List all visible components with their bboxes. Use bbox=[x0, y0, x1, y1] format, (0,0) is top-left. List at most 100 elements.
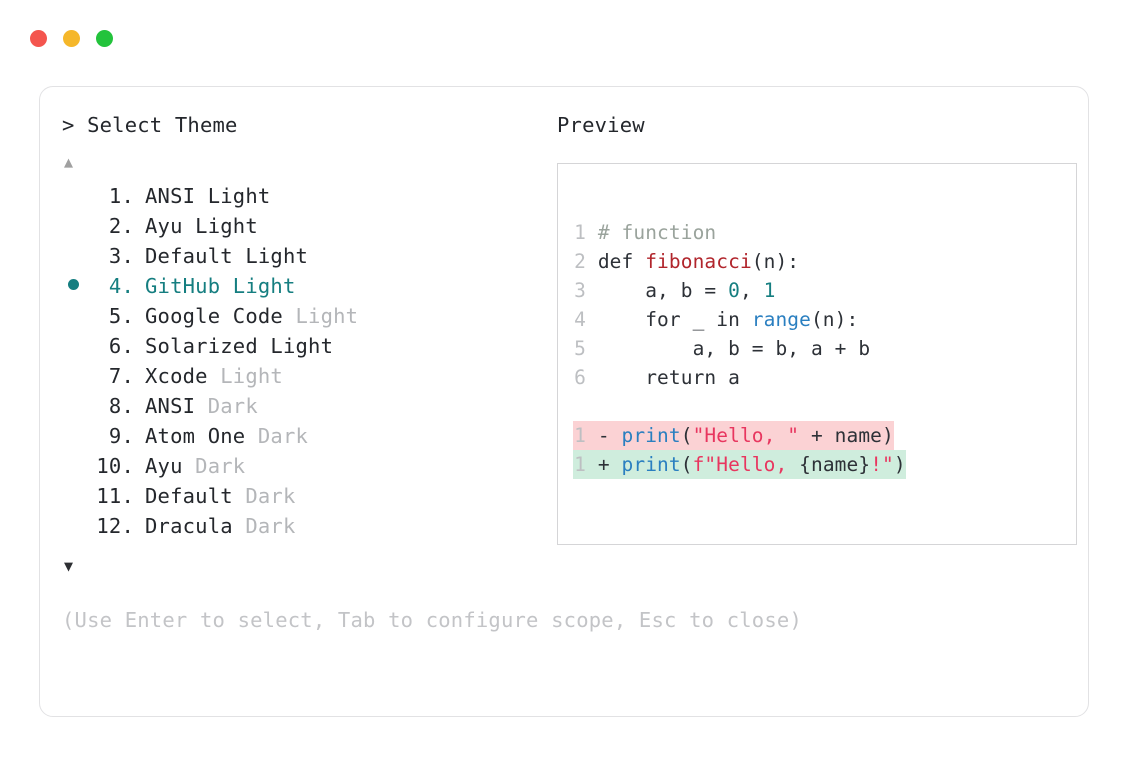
theme-item-number: 2. bbox=[96, 214, 134, 238]
diff-line-number: 1 bbox=[574, 453, 586, 476]
code-token-plain: , bbox=[739, 279, 764, 302]
code-token-builtin: range bbox=[751, 308, 811, 331]
theme-list-item[interactable]: 7.Xcode Light bbox=[62, 361, 532, 391]
theme-list-column: > Select Theme ▲ 1.ANSI Light 2. Ayu Ligh… bbox=[62, 113, 802, 633]
code-line: 4 for _ in range(n): bbox=[573, 305, 1068, 334]
code-token-plain: for _ in bbox=[597, 308, 752, 331]
scroll-down-arrow-icon[interactable]: ▼ bbox=[64, 557, 74, 575]
code-token-plain: (n): bbox=[751, 250, 800, 273]
theme-list-item[interactable]: 12. Dracula Dark bbox=[62, 511, 532, 541]
theme-item-variant: Light bbox=[195, 214, 258, 238]
theme-item-number: 4. bbox=[96, 274, 134, 298]
theme-item-variant: Dark bbox=[245, 514, 296, 538]
theme-item-variant: Light bbox=[295, 304, 359, 328]
preview-heading: Preview bbox=[557, 113, 645, 137]
code-gutter-space bbox=[586, 308, 598, 331]
theme-item-variant: Light bbox=[220, 364, 283, 388]
code-line: 3 a, b = 0, 1 bbox=[573, 276, 1068, 305]
theme-list-item[interactable]: 4. GitHub Light bbox=[62, 271, 532, 301]
theme-item-name: Atom One Dark bbox=[145, 424, 309, 448]
minimize-dot[interactable] bbox=[63, 30, 80, 47]
code-token-plain: def bbox=[597, 250, 646, 273]
code-token-plain: ) bbox=[893, 453, 906, 476]
theme-list-item[interactable]: 8. ANSI Dark bbox=[62, 391, 532, 421]
scroll-up-arrow-icon[interactable]: ▲ bbox=[64, 153, 74, 171]
code-token-string: !" bbox=[870, 453, 894, 476]
theme-item-name: Ayu Light bbox=[145, 214, 258, 238]
diff-line-plus: 1 + print(f"Hello, {name}!") bbox=[573, 450, 906, 479]
theme-list-item[interactable]: 3. Default Light bbox=[62, 241, 532, 271]
theme-list-item[interactable]: 11.Default Dark bbox=[62, 481, 532, 511]
select-theme-heading: > Select Theme bbox=[62, 113, 238, 137]
code-line-number: 4 bbox=[574, 308, 586, 331]
code-gutter-space bbox=[586, 279, 598, 302]
code-token-num: 0 bbox=[728, 279, 740, 302]
theme-item-number: 3. bbox=[96, 244, 134, 268]
theme-item-variant: Dark bbox=[207, 394, 258, 418]
code-token-builtin: print bbox=[621, 424, 681, 447]
code-line-number: 2 bbox=[574, 250, 586, 273]
theme-list-item[interactable]: 1.ANSI Light bbox=[62, 181, 532, 211]
code-line-number: 3 bbox=[574, 279, 586, 302]
theme-item-variant: Light bbox=[207, 184, 271, 208]
code-token-comment: # function bbox=[597, 221, 717, 244]
code-token-plain: {name} bbox=[799, 453, 871, 476]
theme-item-number: 12. bbox=[96, 514, 134, 538]
code-blank-line bbox=[573, 392, 1068, 421]
diff-marker: - bbox=[586, 424, 622, 447]
code-line: 2 def fibonacci(n): bbox=[573, 247, 1068, 276]
code-token-num: 1 bbox=[763, 279, 776, 302]
theme-list-item[interactable]: 6.Solarized Light bbox=[62, 331, 532, 361]
close-dot[interactable] bbox=[30, 30, 47, 47]
theme-list-item[interactable]: 10.Ayu Dark bbox=[62, 451, 532, 481]
theme-item-name: Google Code Light bbox=[145, 304, 359, 328]
theme-item-name: Dracula Dark bbox=[145, 514, 296, 538]
theme-list[interactable]: 1.ANSI Light 2. Ayu Light 3. Default Light… bbox=[62, 181, 532, 541]
theme-item-number: 6. bbox=[96, 334, 134, 358]
code-token-plain: return a bbox=[597, 366, 740, 389]
theme-item-name: Default Light bbox=[145, 244, 309, 268]
theme-list-item[interactable]: 5. Google Code Light bbox=[62, 301, 532, 331]
theme-selector-card: > Select Theme ▲ 1.ANSI Light 2. Ayu Ligh… bbox=[39, 86, 1089, 717]
theme-list-item[interactable]: 2. Ayu Light bbox=[62, 211, 532, 241]
theme-item-name: Default Dark bbox=[145, 484, 296, 508]
code-line: 5 a, b = b, a + b bbox=[573, 334, 1068, 363]
theme-item-variant: Light bbox=[245, 244, 309, 268]
diff-line-number: 1 bbox=[574, 424, 586, 447]
window-titlebar bbox=[30, 30, 113, 47]
maximize-dot[interactable] bbox=[96, 30, 113, 47]
theme-item-number: 9. bbox=[96, 424, 134, 448]
code-line: 1 # function bbox=[573, 218, 1068, 247]
theme-item-variant: Light bbox=[232, 274, 296, 298]
code-token-func: fibonacci bbox=[645, 250, 752, 273]
code-token-plain: a, b = bbox=[597, 279, 729, 302]
diff-marker: + bbox=[586, 453, 622, 476]
code-gutter-space bbox=[586, 221, 598, 244]
code-line-number: 1 bbox=[574, 221, 586, 244]
theme-item-name: Ayu Dark bbox=[145, 454, 246, 478]
code-line-number: 5 bbox=[574, 337, 586, 360]
keyboard-hint: (Use Enter to select, Tab to configure s… bbox=[62, 608, 802, 632]
theme-item-variant: Dark bbox=[257, 424, 309, 448]
code-line-number: 6 bbox=[574, 366, 586, 389]
diff-line-minus: 1 - print("Hello, " + name) bbox=[573, 421, 894, 450]
two-column-layout: > Select Theme ▲ 1.ANSI Light 2. Ayu Ligh… bbox=[62, 113, 1077, 696]
card-content: > Select Theme ▲ 1.ANSI Light 2. Ayu Ligh… bbox=[62, 113, 1077, 696]
theme-item-name: GitHub Light bbox=[145, 274, 296, 298]
theme-item-number: 1. bbox=[96, 184, 134, 208]
code-token-plain: ( bbox=[680, 453, 693, 476]
code-line: 6 return a bbox=[573, 363, 1068, 392]
code-token-plain: ( bbox=[680, 424, 693, 447]
code-gutter-space bbox=[586, 366, 598, 389]
theme-item-number: 8. bbox=[96, 394, 134, 418]
theme-item-number: 5. bbox=[96, 304, 134, 328]
theme-item-variant: Dark bbox=[195, 454, 246, 478]
selected-bullet-icon bbox=[62, 271, 88, 301]
code-token-plain: + name) bbox=[799, 424, 894, 447]
code-token-string: "Hello, " bbox=[692, 424, 800, 447]
theme-list-item[interactable]: 9. Atom One Dark bbox=[62, 421, 532, 451]
theme-item-name: ANSI Dark bbox=[145, 394, 258, 418]
